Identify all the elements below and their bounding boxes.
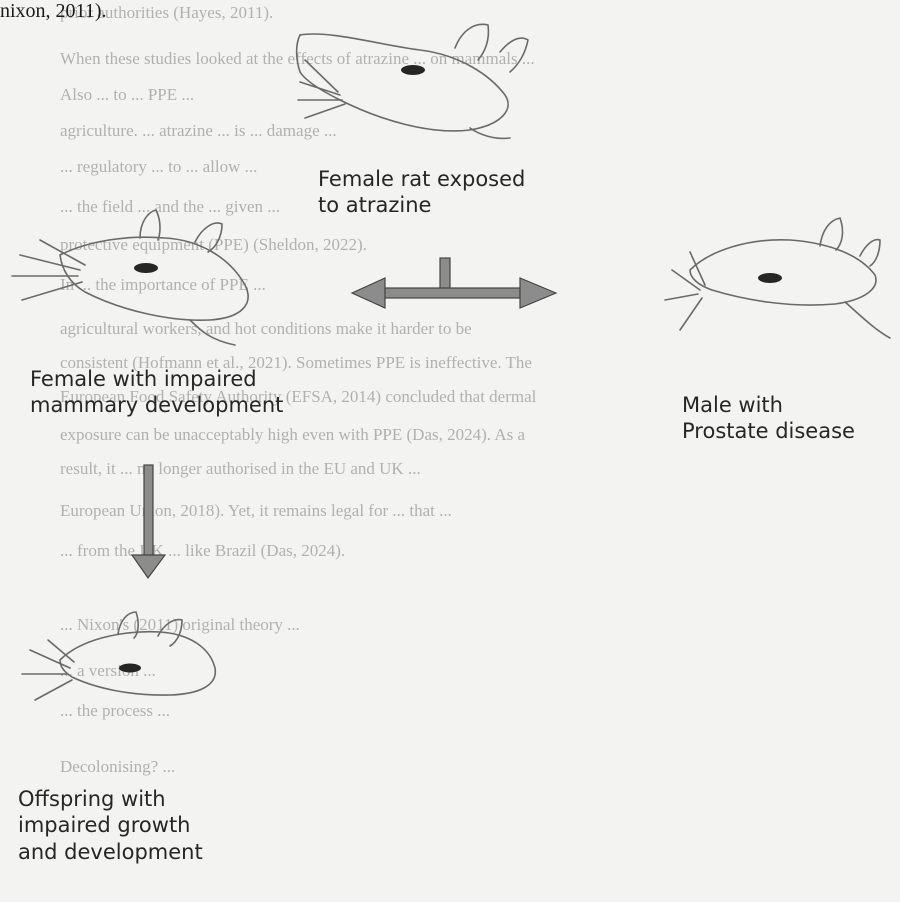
rat-head-center: [297, 24, 528, 138]
rat-head-left: [12, 210, 248, 345]
rat-eye-bottom: [119, 664, 141, 673]
label-male-prostate: Male with Prostate disease: [682, 392, 855, 445]
rat-eye-right: [758, 273, 782, 283]
rat-head-bottom: [22, 612, 215, 700]
rat-eye-left: [134, 263, 158, 273]
label-female-mammary: Female with impaired mammary development: [30, 366, 283, 419]
down-arrow: [132, 465, 165, 578]
label-female-rat-exposed: Female rat exposed to atrazine: [318, 166, 525, 219]
label-offspring: Offspring with impaired growth and devel…: [18, 786, 203, 865]
rat-eye-center: [401, 65, 425, 75]
double-arrow-left-right: [352, 258, 556, 308]
